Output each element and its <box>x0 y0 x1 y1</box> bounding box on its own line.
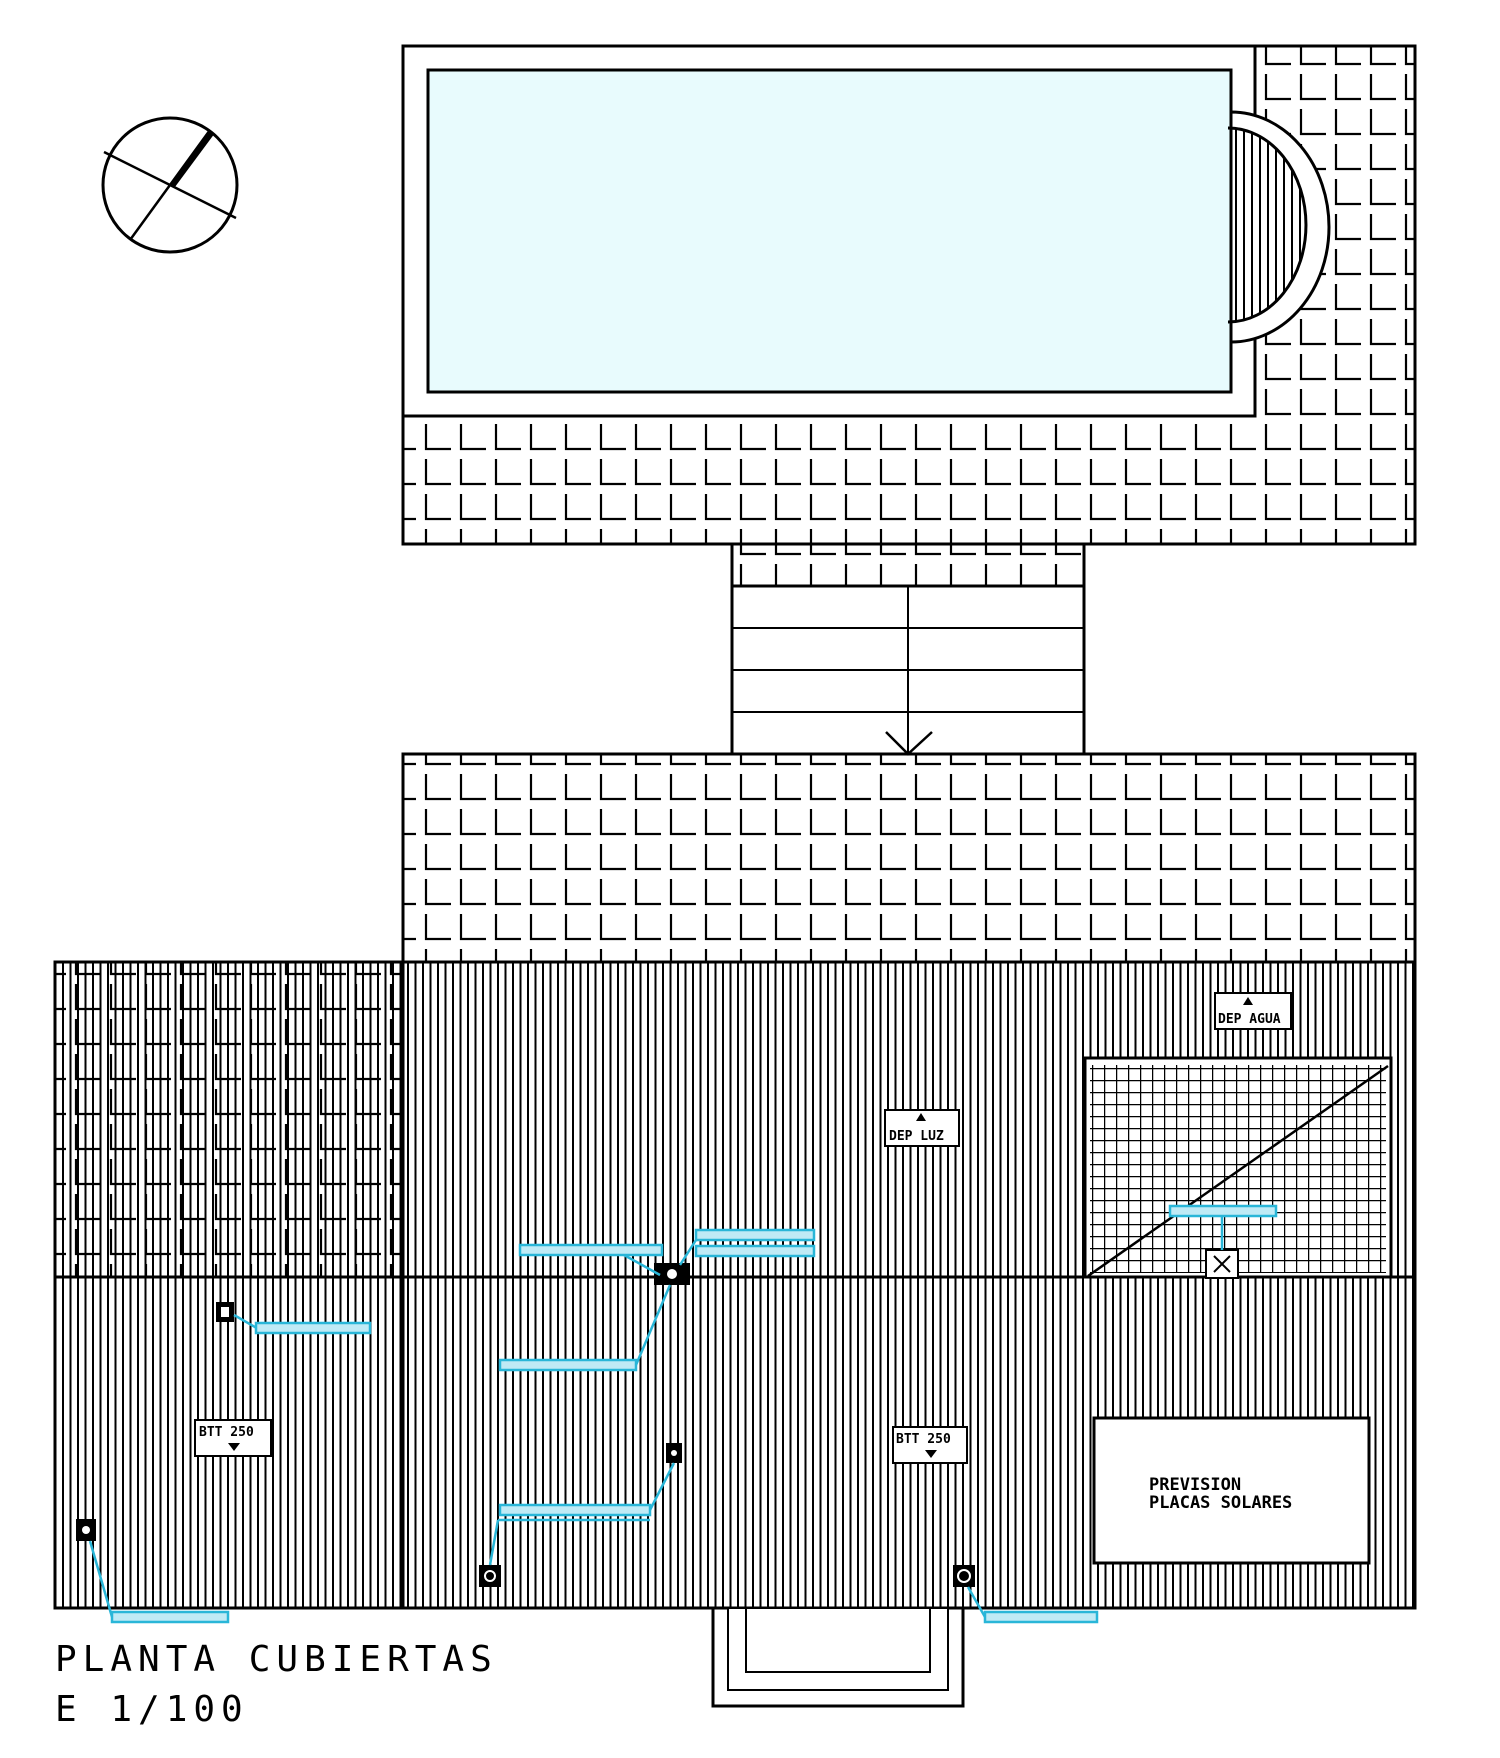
drain-icon <box>953 1565 975 1587</box>
drain-icon <box>216 1302 234 1322</box>
solar-label-line2: PLACAS SOLARES <box>1149 1493 1292 1513</box>
swimming-pool <box>426 68 1331 394</box>
annotation-leaders <box>88 1204 1278 1624</box>
drain-icon <box>479 1565 501 1587</box>
drain-icon <box>654 1263 690 1285</box>
skylight-grid <box>1083 1056 1393 1279</box>
drawing-title: PLANTA CUBIERTAS <box>55 1639 498 1680</box>
drain-icon <box>1205 1249 1239 1279</box>
svg-text:BTT 250: BTT 250 <box>199 1425 254 1440</box>
solar-label-line1: PREVISION <box>1149 1475 1241 1495</box>
svg-text:DEP LUZ: DEP LUZ <box>889 1129 944 1144</box>
svg-text:DEP AGUA: DEP AGUA <box>1218 1012 1281 1027</box>
solar-panels-provision: PREVISION PLACAS SOLARES <box>1092 1416 1371 1565</box>
north-arrow-icon <box>101 116 239 254</box>
tag-btt-left: BTT 250 <box>194 1419 272 1457</box>
tag-dep-luz: DEP LUZ <box>884 1109 960 1147</box>
drain-icon <box>666 1443 682 1463</box>
drain-icon <box>76 1519 96 1541</box>
entrance <box>711 1606 965 1708</box>
drawing-scale: E 1/100 <box>55 1689 249 1730</box>
svg-text:BTT 250: BTT 250 <box>896 1432 951 1447</box>
left-terrace <box>53 960 405 1279</box>
tag-dep-agua: DEP AGUA <box>1214 992 1292 1030</box>
tag-btt-right: BTT 250 <box>892 1426 968 1464</box>
upper-terrace <box>401 752 1417 964</box>
walkway <box>730 542 1086 756</box>
